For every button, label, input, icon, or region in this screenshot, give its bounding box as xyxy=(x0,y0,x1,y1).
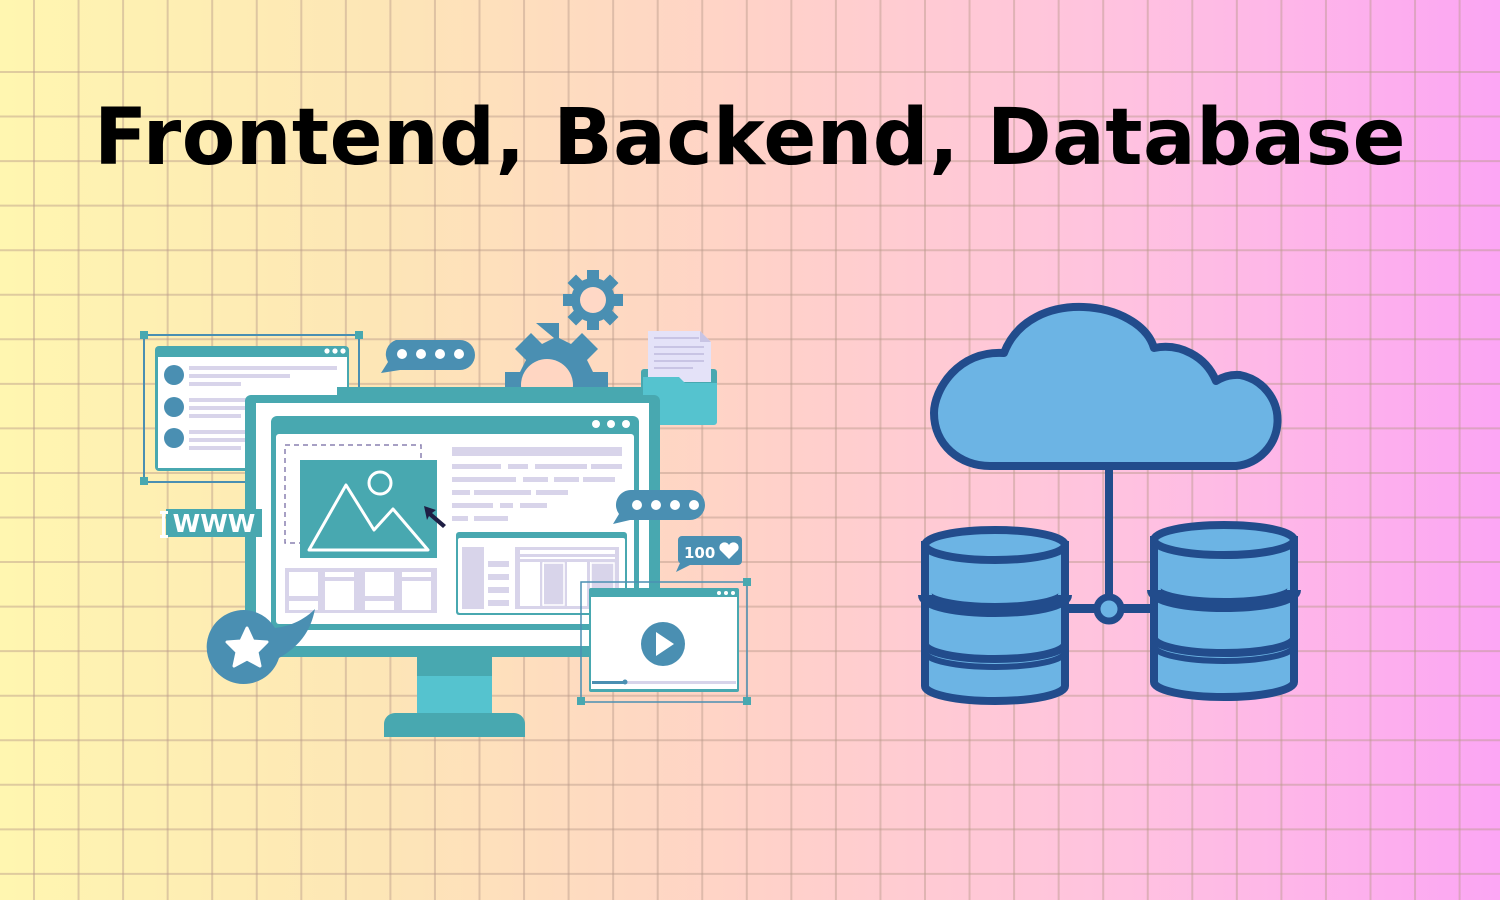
gear-icon xyxy=(505,270,623,411)
svg-text:100: 100 xyxy=(684,544,715,562)
database-illustration xyxy=(918,303,1301,705)
main-browser-window-icon xyxy=(271,416,639,630)
database-cylinder-icon xyxy=(918,526,1072,705)
url-badge: WWW xyxy=(160,509,262,538)
connector-node-icon xyxy=(1065,468,1155,625)
likes-badge: 100 xyxy=(676,536,742,572)
chat-bubble-icon xyxy=(613,489,705,524)
frontend-illustration: WWW xyxy=(140,270,751,737)
dashboard-window-icon xyxy=(456,532,627,615)
cloud-shape xyxy=(930,303,1282,470)
heart-icon xyxy=(719,542,739,559)
mouse-cursor-icon xyxy=(424,506,446,528)
svg-text:WWW: WWW xyxy=(173,509,256,538)
video-player-icon xyxy=(577,578,751,705)
star-bubble-icon xyxy=(206,609,315,684)
chat-bubble-icon xyxy=(381,340,475,373)
image-placeholder-icon xyxy=(300,460,437,558)
database-cylinder-icon xyxy=(1147,521,1301,701)
page-title: Frontend, Backend, Database xyxy=(94,93,1406,183)
